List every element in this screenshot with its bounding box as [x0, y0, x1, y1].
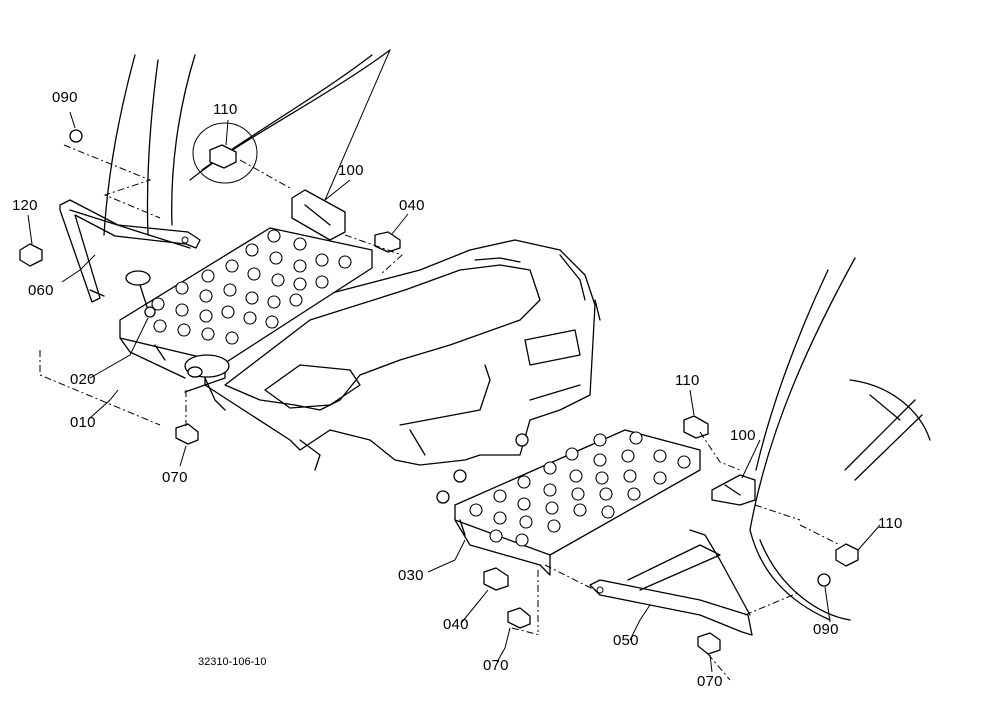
callout-100-right: 100	[730, 427, 756, 444]
leader-lines	[27, 49, 881, 673]
callout-090-left: 090	[52, 89, 78, 106]
callout-010: 010	[70, 414, 96, 431]
left-plate-studs	[151, 229, 352, 345]
right-bracket	[589, 529, 753, 636]
callout-070-right: 070	[697, 673, 723, 690]
right-plate-studs	[469, 431, 691, 547]
callout-020: 020	[70, 371, 96, 388]
assembly-lines	[39, 144, 841, 681]
callout-110-top: 110	[213, 101, 238, 118]
callout-040-bottom: 040	[443, 616, 469, 633]
callout-100-left: 100	[338, 162, 364, 179]
spacer-bracket-right	[711, 474, 756, 506]
callout-060: 060	[28, 282, 54, 299]
callout-050: 050	[613, 632, 639, 649]
callout-030: 030	[398, 567, 424, 584]
callout-070-bottom: 070	[483, 657, 509, 674]
callout-090-right: 090	[813, 621, 839, 638]
callout-120: 120	[12, 197, 38, 214]
left-bracket	[59, 199, 201, 303]
callout-040-top: 040	[399, 197, 425, 214]
callout-110-right: 110	[878, 515, 903, 532]
bolts	[19, 129, 859, 655]
drawing-code: 32310-106-10	[198, 656, 267, 668]
spacer-bracket-left	[291, 189, 346, 241]
left-fender	[103, 49, 391, 236]
callout-110-mid: 110	[675, 372, 700, 389]
lever-knob	[125, 270, 156, 318]
right-fender	[749, 257, 931, 621]
callout-070-left: 070	[162, 469, 188, 486]
